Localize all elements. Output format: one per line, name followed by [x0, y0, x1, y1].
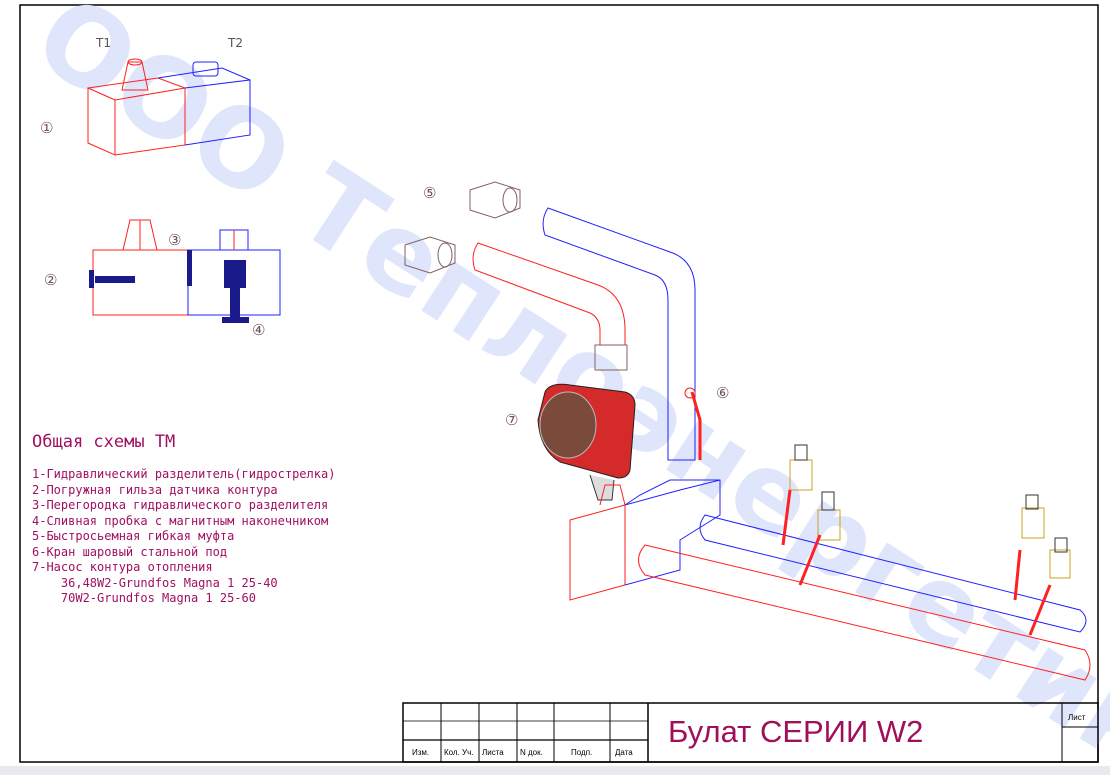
callout-7: ⑦ [505, 411, 518, 429]
drawing-title: Булат СЕРИИ W2 [668, 714, 923, 749]
title-block [402, 702, 1099, 763]
legend-title: Общая схемы ТМ [32, 432, 175, 452]
callout-4: ④ [252, 321, 265, 339]
col-lista: Листа [482, 748, 504, 757]
legend-item: 4-Сливная пробка с магнитным наконечнико… [32, 514, 328, 528]
legend-item: 6-Кран шаровый стальной под [32, 545, 227, 559]
callout-3: ③ [168, 231, 181, 249]
col-kol-uch: Кол. Уч. [444, 748, 474, 757]
separator-iso-view: T1 T2 ① [40, 36, 251, 156]
label-t2: T2 [227, 36, 243, 50]
ball-valves [781, 444, 1071, 636]
legend-item: 36,48W2-Grundfos Magna 1 25-40 [32, 576, 278, 590]
union-nut [594, 344, 628, 371]
callout-2: ② [44, 271, 57, 289]
col-data: Дата [615, 748, 633, 757]
legend-item: 70W2-Grundfos Magna 1 25-60 [32, 591, 256, 605]
legend-item: 2-Погружная гильза датчика контура [32, 483, 278, 497]
sheet-label: Лист [1068, 713, 1086, 722]
sensor-sleeve [89, 270, 94, 288]
circulation-pump [537, 383, 636, 501]
page-bottom-bar [0, 766, 1110, 775]
callout-5: ⑤ [423, 184, 436, 202]
legend-item: 3-Перегородка гидравлического разделител… [32, 498, 328, 512]
col-izm: Изм. [412, 748, 429, 757]
piping-iso-view: ⑤ ⑦ ⑥ [404, 181, 1091, 681]
col-podp: Подп. [571, 748, 592, 757]
legend-item: 1-Гидравлический разделитель(гидрострелк… [32, 467, 335, 481]
callout-6: ⑥ [716, 384, 729, 402]
legend-item: 5-Быстросьемная гибкая муфта [32, 529, 234, 543]
col-n-dok: N док. [520, 748, 543, 757]
drain-plug [224, 260, 246, 288]
label-t1: T1 [95, 36, 111, 50]
quick-couplings [404, 181, 521, 274]
partition [187, 250, 192, 286]
callout-1: ① [40, 119, 53, 137]
legend: Общая схемы ТМ 1-Гидравлический разделит… [32, 432, 335, 605]
separator-section-view: ② ③ ④ [44, 219, 281, 339]
legend-item: 7-Насос контура отопления [32, 560, 213, 574]
